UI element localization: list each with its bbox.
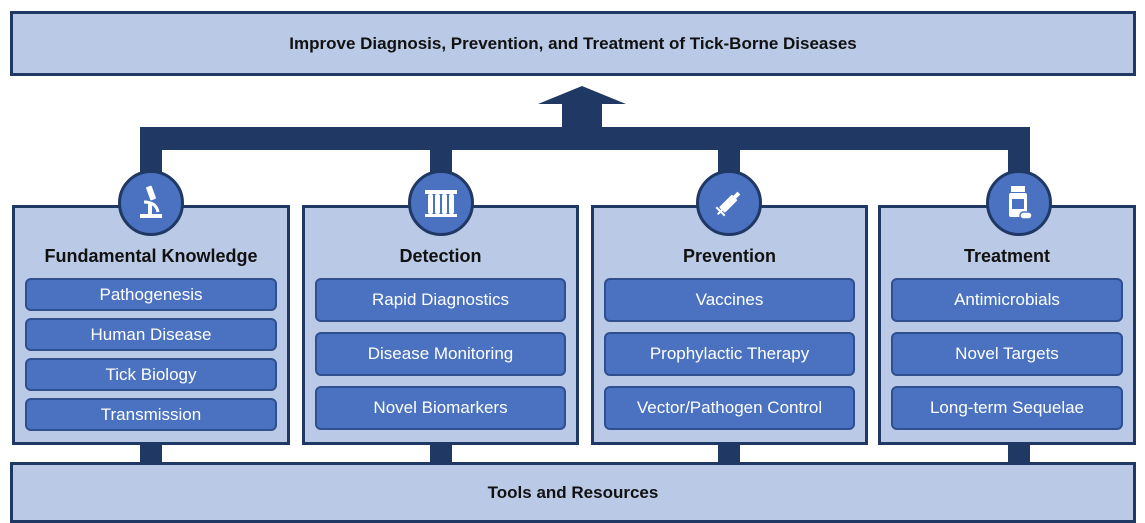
horizontal-beam <box>140 127 1030 150</box>
foundation-title: Tools and Resources <box>487 482 659 502</box>
drop-3 <box>718 127 740 177</box>
list-item-prophylactic-therapy: Prophylactic Therapy <box>604 332 855 376</box>
list-item-novel-targets: Novel Targets <box>891 332 1123 376</box>
list-item-pathogenesis: Pathogenesis <box>25 278 277 311</box>
microscope-icon <box>118 170 184 236</box>
column-fundamental-knowledge: Fundamental Knowledge Pathogenesis Human… <box>12 205 290 445</box>
goal-banner: Improve Diagnosis, Prevention, and Treat… <box>10 11 1136 76</box>
list-item-novel-biomarkers: Novel Biomarkers <box>315 386 566 430</box>
list-item-long-term-sequelae: Long-term Sequelae <box>891 386 1123 430</box>
drop-2 <box>430 127 452 177</box>
foundation-banner: Tools and Resources <box>10 462 1136 523</box>
syringe-icon <box>696 170 762 236</box>
column-treatment: Treatment Antimicrobials Novel Targets L… <box>878 205 1136 445</box>
drop-1 <box>140 127 162 177</box>
lower-connector-2 <box>430 443 452 465</box>
list-item-disease-monitoring: Disease Monitoring <box>315 332 566 376</box>
list-item-transmission: Transmission <box>25 398 277 431</box>
list-item-vaccines: Vaccines <box>604 278 855 322</box>
list-item-tick-biology: Tick Biology <box>25 358 277 391</box>
column-title: Treatment <box>963 246 1051 266</box>
list-item-rapid-diagnostics: Rapid Diagnostics <box>315 278 566 322</box>
column-title: Detection <box>399 246 482 266</box>
drop-4 <box>1008 127 1030 177</box>
lower-connector-4 <box>1008 443 1030 465</box>
list-item-antimicrobials: Antimicrobials <box>891 278 1123 322</box>
goal-title: Improve Diagnosis, Prevention, and Treat… <box>289 33 857 53</box>
medicine-bottle-icon <box>986 170 1052 236</box>
list-item-human-disease: Human Disease <box>25 318 277 351</box>
arrow-head <box>538 86 626 104</box>
column-title: Fundamental Knowledge <box>44 246 258 266</box>
column-detection: Detection Rapid Diagnostics Disease Moni… <box>302 205 579 445</box>
list-item-vector-pathogen-control: Vector/Pathogen Control <box>604 386 855 430</box>
column-title: Prevention <box>682 246 777 266</box>
lower-connector-3 <box>718 443 740 465</box>
column-prevention: Prevention Vaccines Prophylactic Therapy… <box>591 205 868 445</box>
test-tubes-icon <box>408 170 474 236</box>
lower-connector-1 <box>140 443 162 465</box>
